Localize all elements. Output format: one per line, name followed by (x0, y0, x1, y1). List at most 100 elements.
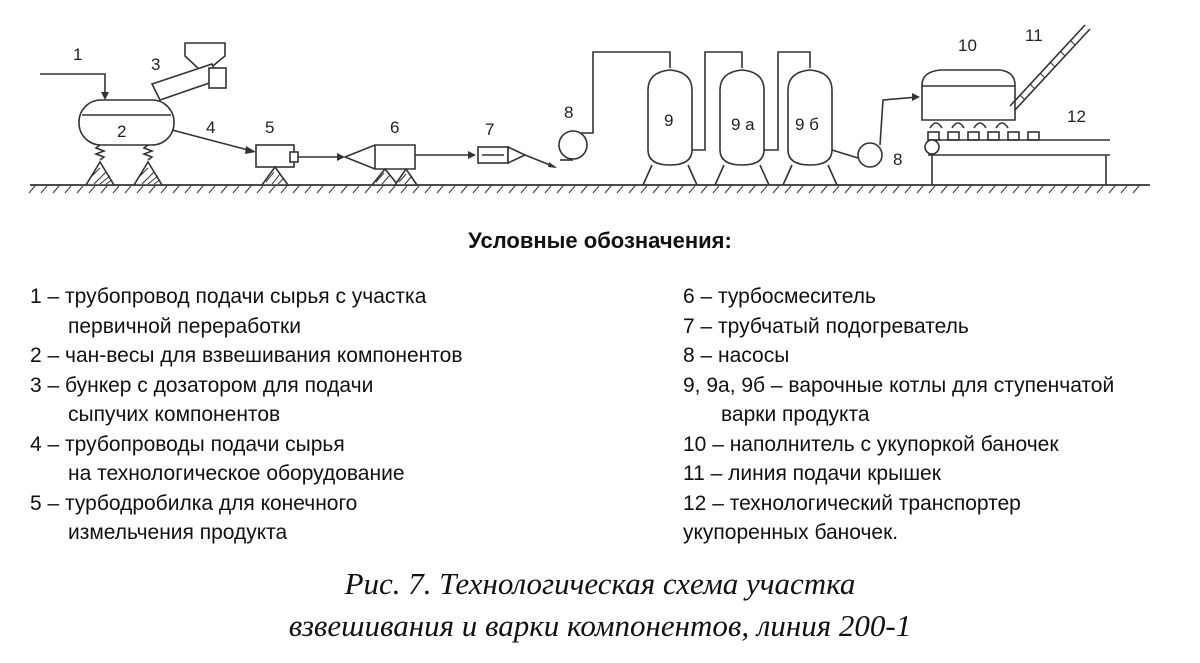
legend-entry-text: 4 – трубопроводы подачи сырья (30, 432, 345, 456)
ground-hatch-mark (592, 185, 600, 194)
ground-hatch-mark (112, 185, 120, 194)
ground-hatch-mark (304, 185, 312, 194)
ground-hatch-mark (892, 185, 900, 194)
label-9: 9 (664, 111, 673, 130)
ground-hatch-mark (1084, 185, 1092, 194)
ground-hatch-mark (1048, 185, 1056, 194)
ground-hatch-mark (556, 185, 564, 194)
ground-hatch-mark (28, 185, 36, 194)
ground-hatch-mark (724, 185, 732, 194)
ground-hatch-mark (664, 185, 672, 194)
label-8a: 8 (564, 103, 573, 122)
ground-hatch-mark (484, 185, 492, 194)
legend-entry-6: 6 – турбосмеситель (683, 282, 1183, 312)
ground-hatch-mark (568, 185, 576, 194)
tube-heater-7: 7 (477, 120, 557, 168)
ground-hatch-mark (340, 185, 348, 194)
ground-hatch-mark (880, 185, 888, 194)
legend-entry-text: 7 – трубчатый подогреватель (683, 314, 969, 338)
lid-feed-line-11: 11 (1009, 24, 1091, 111)
ground-hatch-mark (856, 185, 864, 194)
ground-hatch-mark (388, 185, 396, 194)
ground-hatch-mark (580, 185, 588, 194)
label-1: 1 (73, 45, 82, 64)
ground-hatch-mark (472, 185, 480, 194)
ground-hatch-mark (1120, 185, 1128, 194)
ground-hatch-mark (784, 185, 792, 194)
ground-hatch-mark (1072, 185, 1080, 194)
legend-entry-continuation: варки продукта (721, 403, 870, 426)
ground-hatch-mark (148, 185, 156, 194)
pipeline-4: 4 (171, 118, 256, 154)
caption-line-2: взвешивания и варки компонентов, линия 2… (288, 608, 912, 643)
filler-10: 10 (921, 36, 1016, 129)
label-7: 7 (485, 120, 494, 139)
ground-hatch-mark (976, 185, 984, 194)
ground-hatch-mark (712, 185, 720, 194)
transporter-12: 12 (924, 107, 1110, 185)
legend-entry-text: 10 – наполнитель с укупоркой баночек (683, 432, 1059, 456)
ground-hatch-mark (844, 185, 852, 194)
label-4: 4 (206, 118, 215, 137)
pump-8a: 8 (558, 51, 671, 161)
ground-hatch-mark (748, 185, 756, 194)
legend-entry-5: 5 – турбодробилка для конечного измельче… (30, 489, 630, 548)
ground-hatch-mark (544, 185, 552, 194)
kettle-9: 9 (642, 51, 743, 186)
ground-hatch-mark (508, 185, 516, 194)
ground-hatch-mark (196, 185, 204, 194)
ground-hatch-mark (256, 185, 264, 194)
ground-hatch-mark (268, 185, 276, 194)
ground-hatch-mark (136, 185, 144, 194)
legend-entry-continuation: на технологическое оборудование (68, 462, 405, 485)
ground-hatch-mark (1096, 185, 1104, 194)
hopper-3: 3 (150, 42, 227, 101)
legend-entry-continuation: укупоренных баночек. (683, 521, 899, 544)
ground-hatch-mark (1060, 185, 1068, 194)
process-flow-diagram: 1 3 2 4 5 (28, 24, 1150, 194)
ground-hatch-mark (400, 185, 408, 194)
legend-entry-continuation: первичной переработки (68, 314, 301, 338)
legend-entry-text: 8 – насосы (683, 344, 790, 367)
ground-hatch-mark (100, 185, 108, 194)
legend-entry-text: 9, 9а, 9б – варочные котлы для ступенчат… (683, 373, 1115, 397)
ground-hatch-mark (88, 185, 96, 194)
ground-hatch-mark (64, 185, 72, 194)
weighing-tank-2: 2 (78, 99, 175, 186)
ground-hatch-mark (1012, 185, 1020, 194)
legend-entry-text: 6 – турбосмеситель (683, 285, 876, 308)
ground-hatch-mark (628, 185, 636, 194)
legend-entry-3: 3 – бункер с дозатором для подачи сыпучи… (30, 371, 630, 430)
legend-entry-text: 12 – технологический транспортер (683, 491, 1021, 515)
ground-hatch-mark (928, 185, 936, 194)
ground-hatch-mark (496, 185, 504, 194)
ground-hatch-mark (700, 185, 708, 194)
turbo-crusher-5: 5 (255, 118, 345, 186)
label-11: 11 (1025, 26, 1043, 45)
ground-hatch-mark (172, 185, 180, 194)
ground-hatch-mark (796, 185, 804, 194)
ground-hatch-mark (964, 185, 972, 194)
ground-hatch-mark (688, 185, 696, 194)
ground-hatch-mark (292, 185, 300, 194)
legend-entry-12: 12 – технологический транспортер укупоре… (683, 489, 1183, 548)
legend-entry-continuation: измельчения продукта (68, 521, 288, 544)
ground-hatch-mark (364, 185, 372, 194)
ground-hatch-mark (820, 185, 828, 194)
label-2: 2 (117, 122, 126, 141)
ground-hatch-mark (1024, 185, 1032, 194)
legend-entry-continuation: сыпучих компонентов (68, 403, 281, 426)
ground-hatch-mark (52, 185, 60, 194)
turbo-mixer-6: 6 (342, 118, 476, 186)
legend-entry-4: 4 – трубопроводы подачи сырья на техноло… (30, 430, 630, 489)
legend-entry-text: 11 – линия подачи крышек (683, 462, 941, 485)
legend-right-column: 6 – турбосмеситель 7 – трубчатый подогре… (683, 282, 1183, 548)
ground-hatch-mark (436, 185, 444, 194)
ground-hatch-mark (40, 185, 48, 194)
legend-entry-8: 8 – насосы (683, 341, 1183, 371)
ground-hatch-mark (640, 185, 648, 194)
pipeline-1: 1 (40, 45, 109, 100)
ground-line (28, 184, 1150, 194)
ground-hatch-mark (940, 185, 948, 194)
legend-entry-10: 10 – наполнитель с укупоркой баночек (683, 430, 1183, 460)
